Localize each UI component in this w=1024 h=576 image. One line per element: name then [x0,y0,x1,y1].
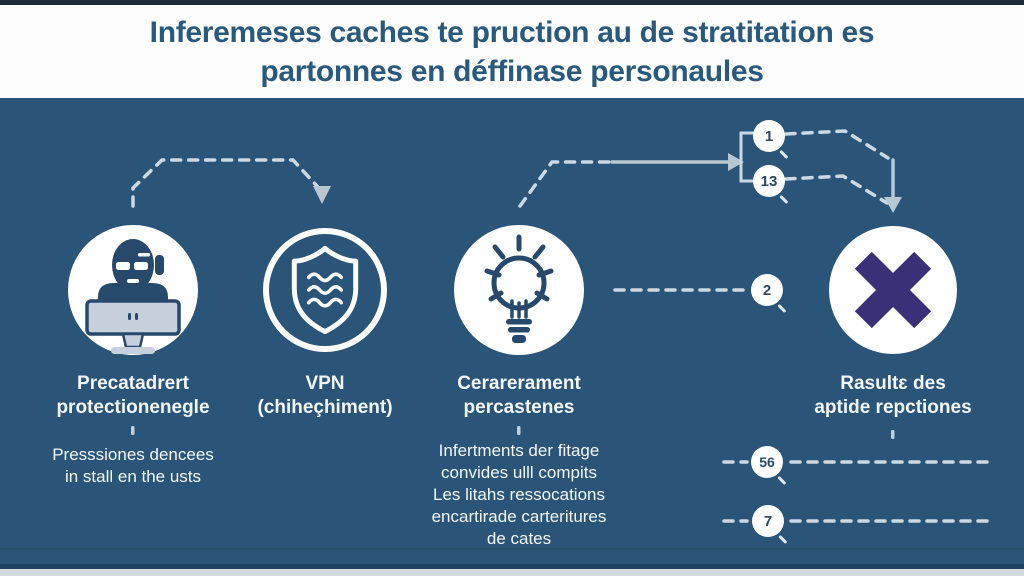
bottom-divider-line [0,548,1024,550]
col3-heading-line2: percastenes [463,397,575,418]
col3-heading: Cerarerament percastenes [399,372,639,420]
badge-1: 1 [753,120,785,152]
badge-13: 13 [753,165,785,197]
main-title-line-2: partonnes en déffinase personaules [260,54,764,88]
badge-7: 7 [752,505,784,537]
dashed-arrow-step1-to-step2 [131,158,319,208]
col3-description: Infertments der fitage convides ulll com… [389,440,649,550]
col4-heading-line1: Rasultɛ des [840,373,946,394]
arrowhead-down-step2 [313,186,331,204]
col1-desc-line2: in stall en the usts [64,467,202,486]
col4-heading-line2: aptide repctiones [814,397,972,418]
bottom-navy-band [0,564,1024,569]
col2-heading-line1: VPN [305,373,345,394]
tick-under-col1 [131,426,135,435]
col3-heading-line1: Cerarerament [457,373,581,394]
col1-heading-line2: protectionenegle [56,397,210,418]
badge-2: 2 [751,274,783,306]
col2-heading: VPN (chiheçhiment) [205,372,445,420]
col3-desc-line5: de cates [486,529,552,548]
dashed-line-step3-up [518,160,612,208]
col1-heading: Precatadrert protectionenegle [13,372,253,420]
bottom-border [0,569,1024,576]
bracket [739,131,755,183]
badge-56: 56 [751,446,783,478]
col1-description: Presssiones dencees in stall en the usts [13,444,253,488]
col3-desc-line2: convides ulll compits [441,463,597,482]
lightbulb-icon [454,225,584,355]
top-border [0,0,1024,5]
tick-under-col4 [891,430,895,439]
col1-desc-line1: Presssiones dencees [52,445,214,464]
tick-under-col3 [517,426,521,435]
arrowhead-right-bracket [728,153,744,171]
col4-heading: Rasultɛ des aptide repctiones [763,372,1023,420]
header-band: Inferemeses caches te pruction au de str… [0,5,1024,98]
col2-heading-line2: (chiheçhiment) [257,397,393,418]
cross-icon [829,226,957,354]
col1-heading-line1: Precatadrert [77,373,189,394]
arrowhead-down-cross [884,197,902,213]
col3-desc-line1: Infertments der fitage [438,441,600,460]
col3-desc-line3: Les litahs ressocations [433,485,605,504]
main-title-line-1: Inferemeses caches te pruction au de str… [149,15,875,49]
dashed-line-badge13-right [784,174,889,205]
col3-desc-line4: encartirade carteritures [431,507,607,526]
shield-icon [263,228,387,352]
dashed-line-badge1-right [784,129,890,160]
person-at-computer-icon [68,225,198,355]
